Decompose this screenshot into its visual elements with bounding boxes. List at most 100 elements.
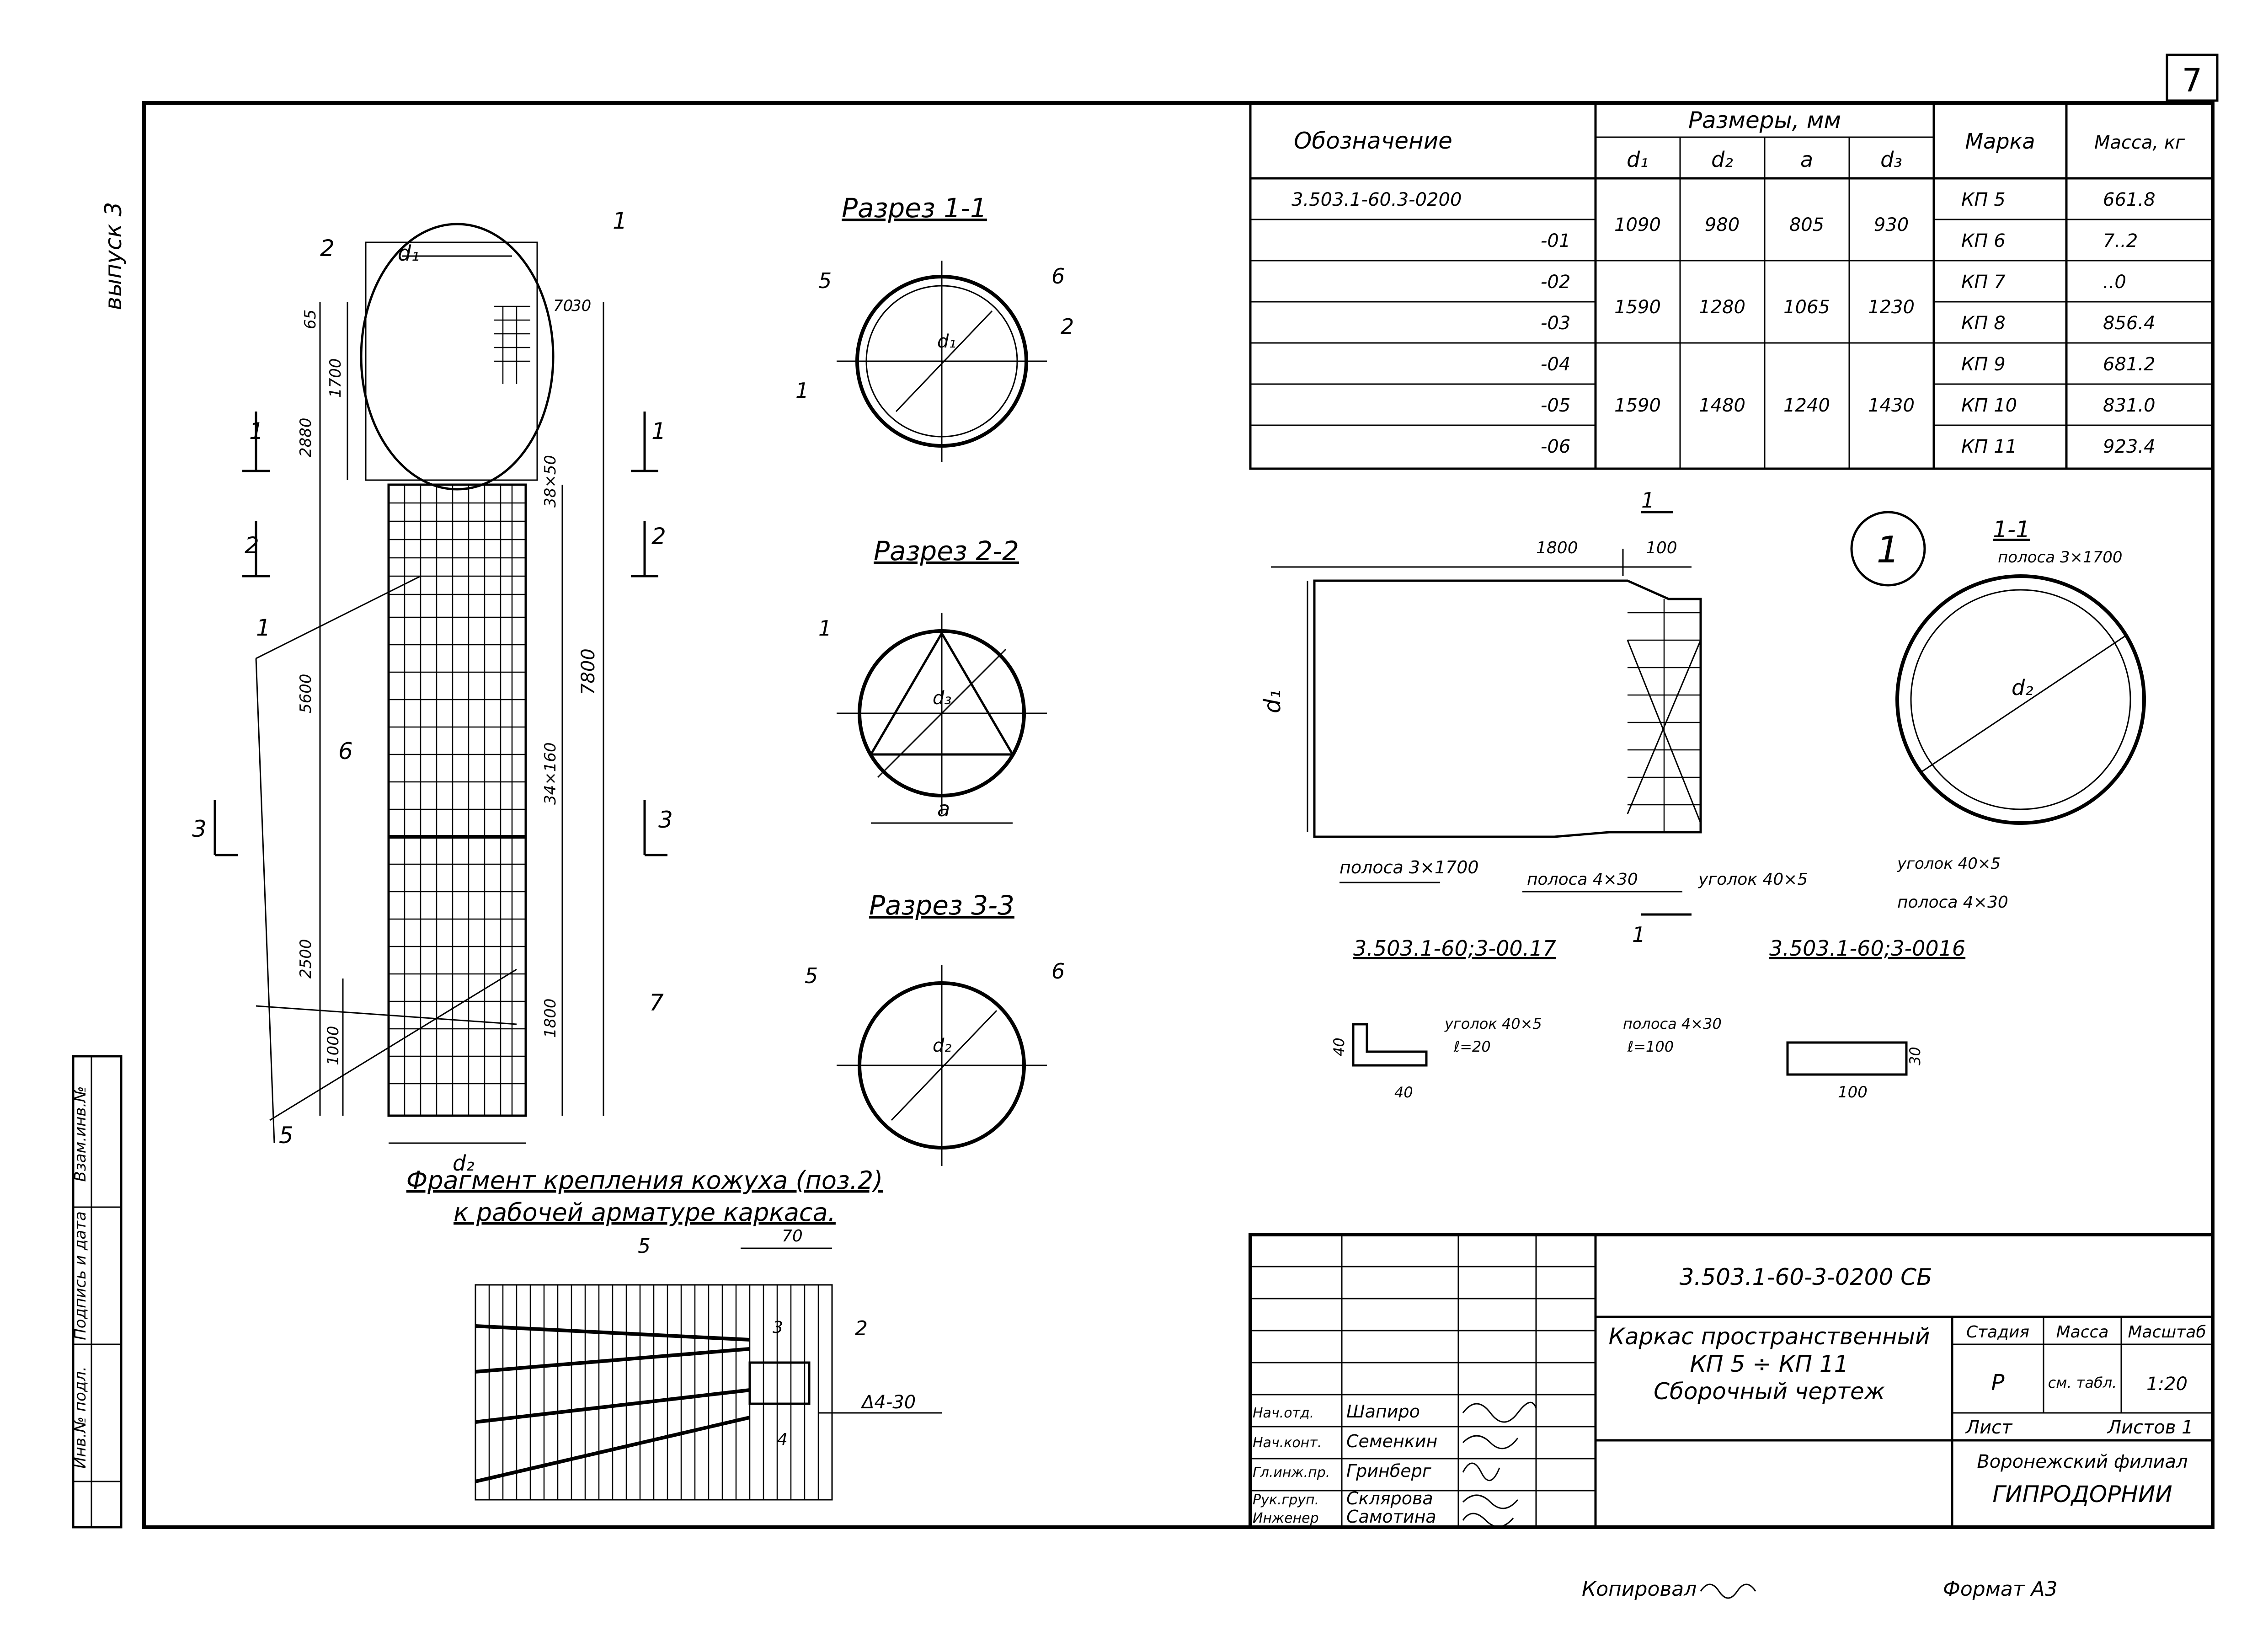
detail-d1: d₁	[1259, 690, 1286, 713]
signature	[1462, 1494, 1519, 1509]
fragment-pos5: 5	[638, 1235, 651, 1258]
angle-dim40: 40	[1394, 1084, 1413, 1101]
main-d1: d₁	[398, 241, 420, 266]
row-mass: 856.4	[2103, 313, 2156, 334]
section-3-3: Разрез 3-3 d₂ 5 6	[805, 890, 1065, 1166]
sec3-left: 3	[192, 816, 207, 842]
row-designation: -05	[1541, 395, 1570, 416]
casing-ellipse	[360, 223, 555, 491]
size-a: 805	[1789, 214, 1824, 235]
h-d1: d₁	[1627, 147, 1649, 172]
role: Нач.конт.	[1253, 1435, 1322, 1451]
stamp-org2: ГИПРОДОРНИИ	[1992, 1481, 2172, 1508]
h-mass: Масса, кг	[2094, 132, 2185, 153]
size-d2: 1280	[1699, 297, 1745, 318]
s3-d2: d₂	[933, 1035, 951, 1056]
left-strip-c3: Взам.инв.№	[71, 1086, 90, 1182]
dim-30: 30	[571, 297, 591, 315]
main-view: d₁ d₂ 2 1 6 7 5 1 65 70 30 1700 2880 560…	[192, 208, 673, 1176]
main-pos1b: 1	[256, 615, 271, 641]
size-d3: 1430	[1868, 395, 1915, 416]
signature	[1462, 1401, 1537, 1423]
size-a: 1065	[1783, 297, 1830, 318]
dim-2500: 2500	[297, 939, 315, 979]
row-mass: ..0	[2103, 272, 2126, 293]
s3-pos6: 6	[1051, 959, 1065, 984]
stamp-title3: Сборочный чертеж	[1654, 1378, 1885, 1405]
s1-pos1: 1	[795, 378, 809, 403]
s2-pos1: 1	[818, 616, 832, 641]
row-mark: КП 8	[1961, 313, 2006, 334]
row-mass: 661.8	[2103, 189, 2156, 210]
footer-format: Формат А3	[1943, 1578, 2058, 1601]
main-d2: d₂	[453, 1151, 475, 1176]
stamp-sheets: Листов 1	[2107, 1417, 2193, 1438]
s1-pos2: 2	[1061, 314, 1074, 339]
h-sizes: Размеры, мм	[1688, 107, 1841, 134]
angle-label: уголок 40×5	[1444, 1015, 1542, 1032]
stamp-org1: Воронежский филиал	[1977, 1451, 2188, 1472]
h-mark: Марка	[1965, 129, 2035, 154]
left-strip: Инв.№ подл. Подпись и дата Взам.инв.№	[71, 1055, 123, 1529]
size-d1: 1590	[1614, 297, 1661, 318]
row-mass: 681.2	[2103, 354, 2156, 375]
size-d3: 1230	[1868, 297, 1915, 318]
stamp-mass: см. табл.	[2048, 1374, 2117, 1391]
stamp-code: 3.503.1-60-3-0200 СБ	[1680, 1264, 1932, 1290]
s11-d2: d₂	[2012, 675, 2033, 700]
stamp-stage: Р	[1991, 1370, 2005, 1396]
detail-angle-40x5: уголок 40×5	[1698, 870, 1808, 889]
row-designation: -03	[1541, 313, 1570, 334]
angle-dim40v: 40	[1330, 1037, 1348, 1056]
s11-angle: уголок 40×5	[1897, 855, 2001, 873]
row-mark: КП 9	[1961, 354, 2006, 375]
sheet-number: 7	[2182, 62, 2203, 99]
s3-pos5: 5	[805, 963, 818, 988]
s2-a: a	[937, 797, 950, 821]
row-mark: КП 10	[1961, 395, 2017, 416]
strip-dim30: 30	[1906, 1047, 1924, 1065]
s1-pos5: 5	[818, 268, 832, 293]
role-name: Шапиро	[1346, 1401, 1420, 1422]
sec2-left: 2	[245, 532, 259, 559]
strip-dim100: 100	[1838, 1083, 1868, 1102]
dim-1700: 1700	[326, 358, 345, 398]
s1-pos6: 6	[1051, 264, 1065, 289]
role: Нач.отд.	[1253, 1405, 1314, 1421]
stamp-title2: КП 5 ÷ КП 11	[1690, 1351, 1848, 1377]
main-pos6: 6	[338, 738, 353, 765]
sheet-number-box	[2166, 53, 2219, 102]
row-designation: 3.503.1-60.3-0200	[1291, 189, 1462, 210]
main-pos5: 5	[279, 1122, 294, 1149]
dim-5600: 5600	[297, 674, 315, 713]
dim-34x160: 34×160	[541, 742, 560, 805]
row-mark: КП 7	[1961, 272, 2006, 293]
main-frame	[142, 101, 2215, 1529]
dim-38x50: 38×50	[541, 455, 560, 508]
section-2-2: Разрез 2-2 d₃ a 1	[818, 535, 1047, 824]
detail-dim1800: 1800	[1536, 539, 1578, 557]
detail-secmark: 1	[1641, 488, 1654, 513]
stamp-h-stage: Стадия	[1966, 1323, 2029, 1342]
strip-len: ℓ=100	[1627, 1038, 1674, 1055]
h-a: a	[1800, 147, 1813, 172]
size-a: 1240	[1783, 395, 1830, 416]
h-designation: Обозначение	[1294, 128, 1452, 154]
s1-title: Разрез 1-1	[842, 193, 987, 224]
row-designation: -06	[1541, 436, 1570, 457]
stamp-h-mass: Масса	[2056, 1323, 2109, 1342]
row-mark: КП 5	[1961, 189, 2006, 210]
fragment-title2: к рабочей арматуре каркаса.	[454, 1198, 836, 1227]
side-label: выпуск 3	[100, 202, 127, 310]
size-d2: 980	[1705, 214, 1740, 235]
left-strip-c2: Подпись и дата	[71, 1211, 90, 1340]
detail-strip-4x30: полоса 4×30	[1527, 870, 1638, 889]
size-d1: 1590	[1614, 395, 1661, 416]
left-strip-c1: Инв.№ подл.	[71, 1366, 90, 1469]
row-designation: -01	[1541, 230, 1570, 251]
fragment-title1: Фрагмент крепления кожуха (поз.2)	[406, 1166, 883, 1195]
detail-callout: 1	[1877, 529, 1900, 571]
detail-1: 1800 100 d₁ 1 1 1 полоса 3×1700 полоса 4…	[1259, 488, 2146, 1102]
stamp-sheet: Лист	[1965, 1417, 2013, 1438]
